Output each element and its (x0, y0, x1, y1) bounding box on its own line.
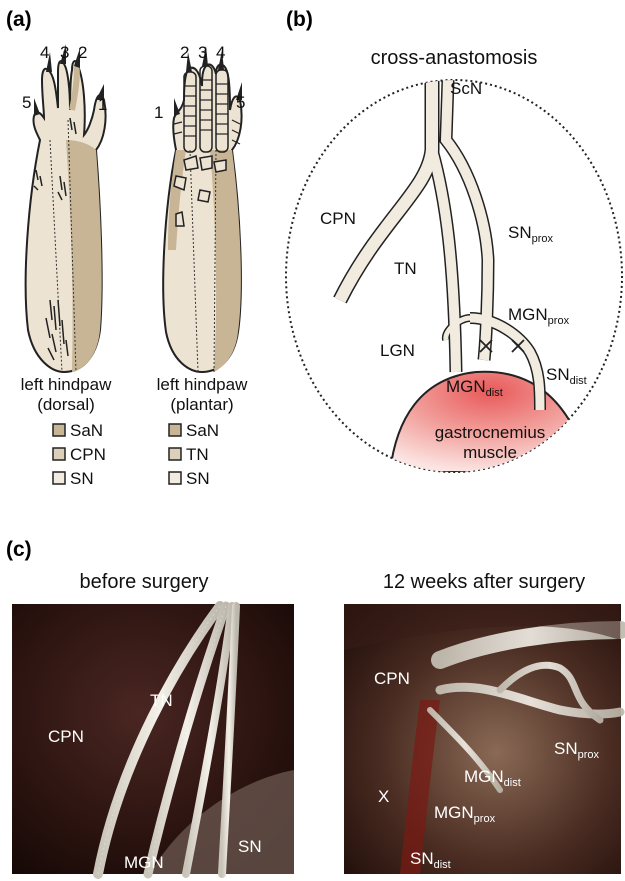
photo1-label-sn: SN (238, 837, 262, 856)
dorsal-legend-sn: SN (70, 469, 94, 488)
plantar-digit-1: 1 (154, 103, 163, 122)
label-lgn: LGN (380, 341, 415, 360)
photo1-label-tn: TN (150, 691, 173, 710)
photo1-title: before surgery (80, 571, 209, 593)
panel-c-label: (c) (6, 538, 32, 561)
plantar-paw-diagram (163, 46, 242, 372)
dorsal-paw-diagram (26, 44, 106, 372)
photo-12-weeks-after (344, 604, 621, 874)
dorsal-caption-line1: left hindpaw (21, 375, 112, 394)
plantar-digit-4: 4 (216, 43, 225, 62)
dorsal-digit-3: 3 (60, 43, 69, 62)
plantar-legend (169, 424, 181, 484)
plantar-caption-line2: (plantar) (170, 395, 233, 414)
muscle-label-line1: gastrocnemius (435, 423, 546, 442)
plantar-legend-sn: SN (186, 469, 210, 488)
dorsal-digit-4: 4 (40, 43, 49, 62)
dorsal-caption-line2: (dorsal) (37, 395, 95, 414)
dorsal-digit-5: 5 (22, 93, 31, 112)
panel-b-label: (b) (286, 8, 313, 31)
photo2-label-cpn: CPN (374, 669, 410, 688)
dorsal-legend-cpn: CPN (70, 445, 106, 464)
photo1-label-mgn: MGN (124, 853, 164, 872)
label-tn: TN (394, 259, 417, 278)
dorsal-digit-1: 1 (98, 95, 107, 114)
photo1-label-cpn: CPN (48, 727, 84, 746)
dorsal-legend (53, 424, 65, 484)
plantar-caption-line1: left hindpaw (157, 375, 248, 394)
label-cpn: CPN (320, 209, 356, 228)
panel-a-label: (a) (6, 8, 32, 31)
photo2-title: 12 weeks after surgery (383, 571, 585, 593)
dorsal-digit-2: 2 (78, 43, 87, 62)
label-scn: ScN (450, 79, 482, 98)
plantar-legend-tn: TN (186, 445, 209, 464)
plantar-digit-2: 2 (180, 43, 189, 62)
panel-b-title: cross-anastomosis (371, 47, 538, 69)
photo2-label-x: X (378, 787, 389, 806)
plantar-digit-3: 3 (198, 43, 207, 62)
muscle-label-line2: muscle (463, 443, 517, 462)
plantar-digit-5: 5 (236, 93, 245, 112)
dorsal-legend-san: SaN (70, 421, 103, 440)
cross-anastomosis-diagram (286, 80, 622, 472)
plantar-legend-san: SaN (186, 421, 219, 440)
